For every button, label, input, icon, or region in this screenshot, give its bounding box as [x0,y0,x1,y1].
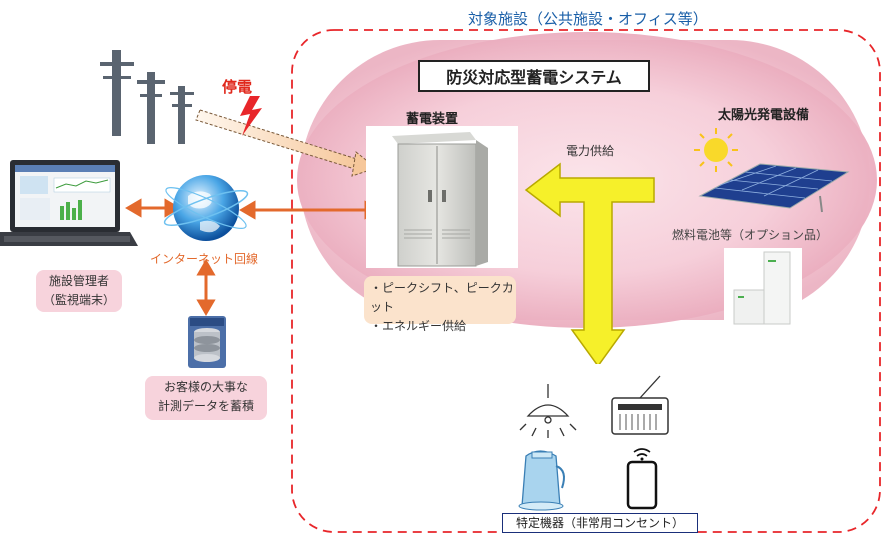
smartphone-icon [626,448,658,510]
radio-icon [611,375,669,435]
globe-icon [163,175,249,241]
storage-label: 蓄電装置 [406,112,459,127]
admin-box: 施設管理者 （監視端末） [36,270,122,312]
admin-line1: 施設管理者 [48,274,109,288]
laptop-icon [0,160,138,246]
laptop-globe-link [125,198,181,218]
outage-arrow [195,109,378,177]
ceiling-lamp-icon [519,384,577,438]
storage-features-box: ・ピークシフト、ピークカット ・エネルギー供給 [364,276,516,333]
datacenter-line2: 計測データを蓄積 [157,399,254,413]
equipment-label: 特定機器（非常用コンセント） [502,513,698,533]
admin-line2: （監視端末） [42,293,115,307]
lightning-icon [240,96,262,136]
storage-feature-2: ・エネルギー供給 [370,319,467,333]
outage-label: 停電 [222,78,253,96]
storage-feature-1: ・ピークシフト、ピークカット [370,281,514,314]
system-title: 防災対応型蓄電システム [418,60,650,92]
power-pole-icon [100,50,194,144]
storage-cabinet-icon [366,126,518,268]
datacenter-line1: お客様の大事な [163,380,248,394]
facility-label: 対象施設（公共施設・オフィス等） [468,10,708,28]
internet-label: インターネット回線 [150,252,259,266]
power-supply-arrow [524,162,655,368]
server-icon [188,316,226,368]
solar-label: 太陽光発電設備 [718,108,810,123]
power-supply-label: 電力供給 [566,144,615,158]
globe-datacenter-link [196,259,216,316]
sun-icon [694,128,738,172]
datacenter-box: お客様の大事な 計測データを蓄積 [145,376,267,420]
solar-panel-icon [698,163,850,213]
electric-pot-icon [518,450,565,511]
fuel-cell-label: 燃料電池等（オプション品） [672,228,829,242]
fuel-cell-icon [724,248,802,332]
